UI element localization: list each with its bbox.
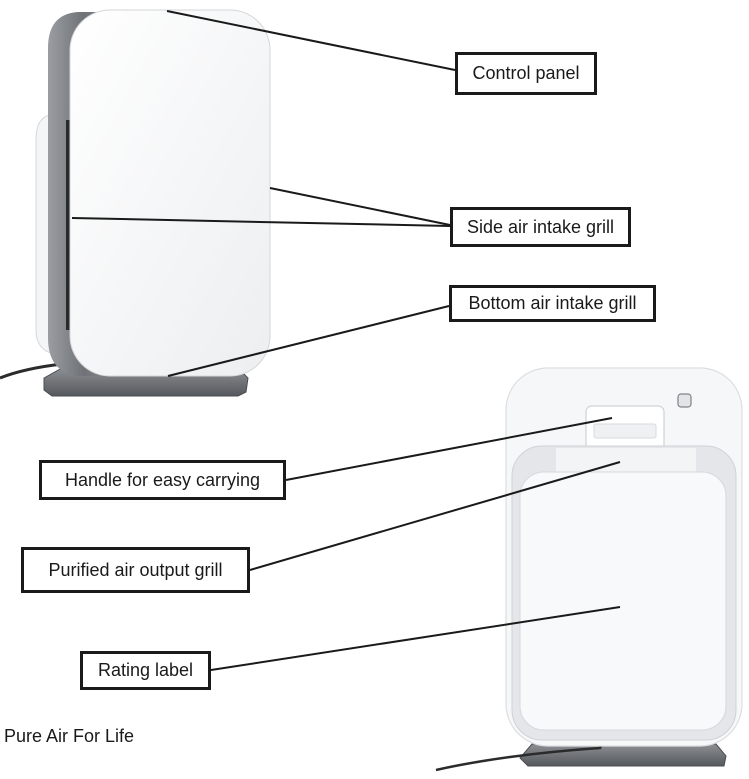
rating-label-text: Rating label (97, 660, 194, 680)
leader-handle (285, 417, 613, 481)
filter-top-strip (556, 448, 696, 474)
handle-grip (593, 423, 657, 439)
purifier-back-view (435, 367, 743, 772)
side-intake-text: Side air intake grill (466, 216, 615, 237)
control-panel-text: Control panel (472, 63, 580, 83)
purifier-front-view (0, 9, 271, 397)
output-grill-label: Purified air output grill (21, 547, 250, 593)
leader-bottom-intake (167, 305, 450, 377)
leader-side-intake-2 (71, 217, 451, 227)
leader-control-panel (166, 10, 456, 71)
footer-tagline: Pure Air For Life (4, 726, 135, 746)
handle-text: Handle for easy carrying (64, 469, 261, 490)
back-power-cord (435, 737, 606, 772)
back-view-base (519, 743, 727, 767)
rating-label-callout: Rating label (80, 651, 211, 690)
control-panel-label: Control panel (455, 52, 597, 95)
leader-lines (71, 10, 621, 671)
side-intake-label: Side air intake grill (450, 207, 631, 247)
power-button-icon (677, 393, 692, 408)
front-panel (69, 9, 271, 377)
leader-side-intake-1 (269, 187, 451, 226)
bottom-intake-text: Bottom air intake grill (468, 293, 637, 313)
handle-label: Handle for easy carrying (39, 460, 286, 500)
output-grill-text: Purified air output grill (48, 559, 223, 580)
output-grill-panel (519, 471, 727, 731)
bottom-intake-label: Bottom air intake grill (449, 285, 656, 322)
leader-rating-label (210, 606, 621, 671)
leader-output-grill (249, 461, 621, 571)
